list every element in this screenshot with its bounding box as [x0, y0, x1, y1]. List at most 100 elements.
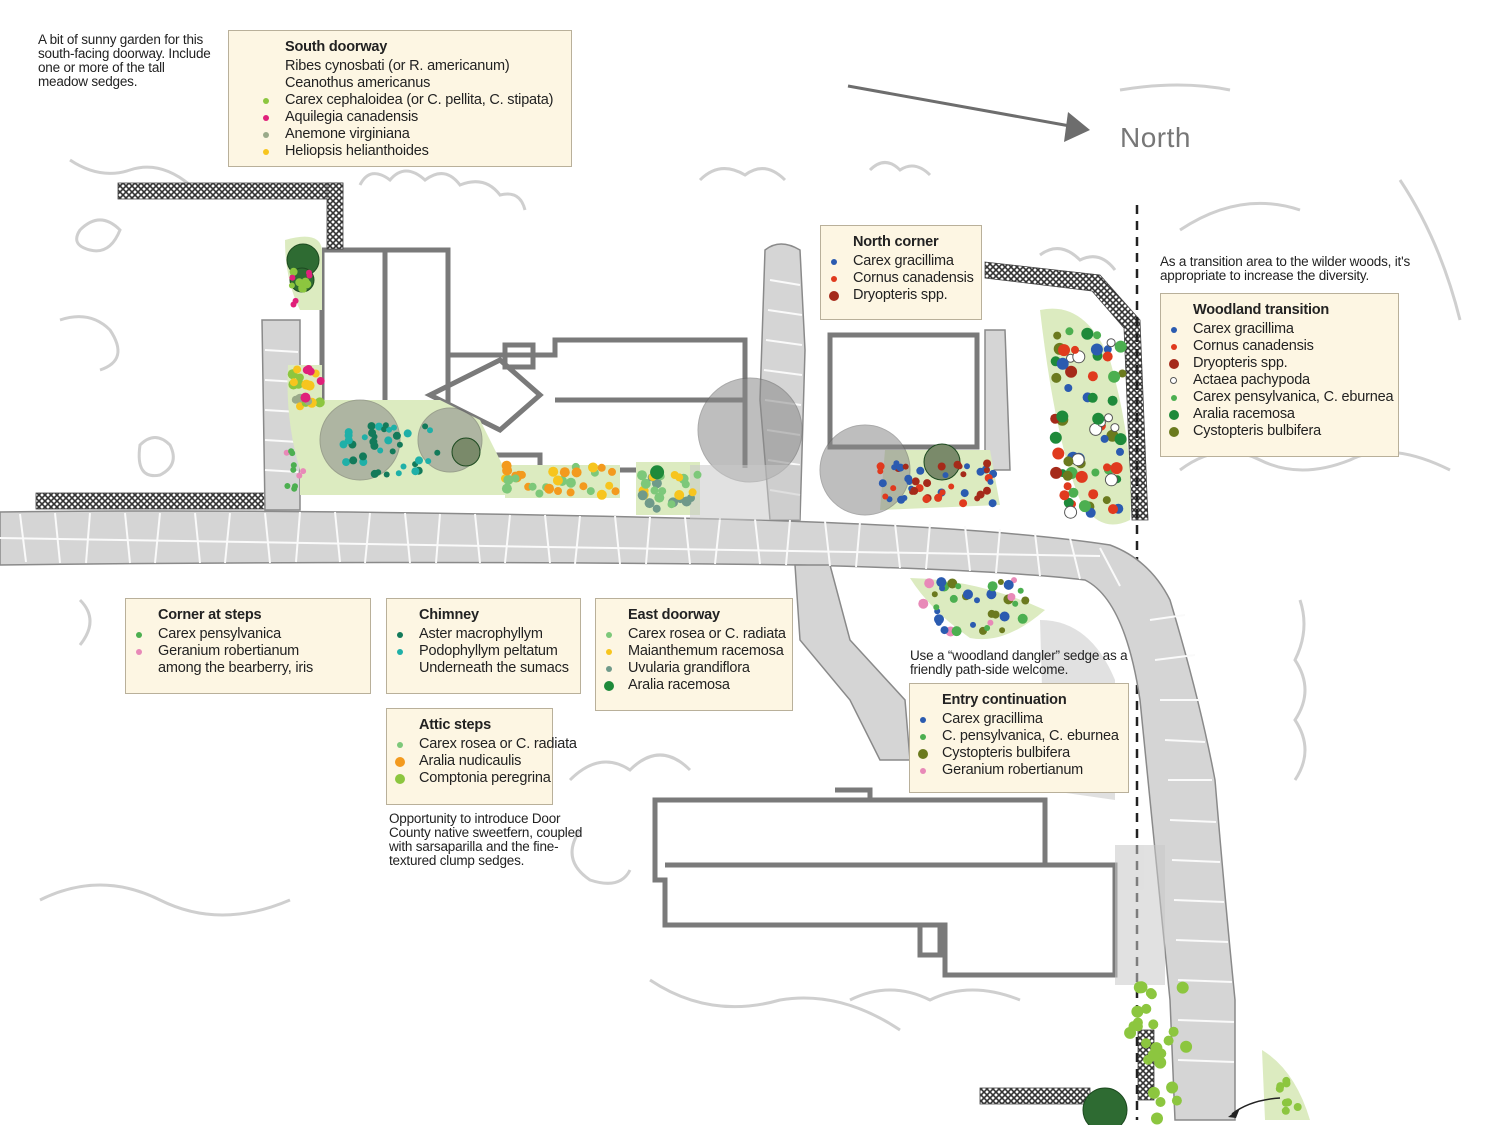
plant-dot [1065, 365, 1078, 378]
plant-dot [960, 489, 969, 498]
plant-dot [289, 267, 298, 276]
legend-item: Carex cephaloidea (or C. pellita, C. sti… [263, 92, 561, 109]
note-south-doorway: A bit of sunny garden for this south-fac… [38, 32, 211, 89]
plant-dot [1078, 500, 1091, 513]
legend-list: Ribes cynosbati (or R. americanum) Ceano… [263, 58, 561, 160]
dot-icon [397, 742, 403, 748]
plant-dot [974, 597, 980, 604]
plant-dot [939, 489, 946, 496]
dot-icon [920, 717, 926, 723]
plant-dot [934, 493, 943, 502]
legend-item: Comptonia peregrina [395, 770, 551, 787]
plant-dot [375, 422, 383, 431]
plant-dot [911, 477, 920, 486]
plant-dot [1168, 1026, 1179, 1037]
plant-dot [291, 485, 298, 492]
legend-item: Cornus canadensis [1171, 338, 1388, 355]
plant-dot [303, 280, 312, 289]
plant-dot [970, 621, 976, 628]
plant-dot [1064, 384, 1073, 392]
plant-dot [688, 488, 697, 497]
legend-item: Cystopteris bulbifera [1169, 423, 1388, 440]
legend-chimney: Chimney Aster macrophyllym Podophyllym p… [386, 598, 581, 694]
plant-dot [1063, 497, 1074, 508]
plant-dot [897, 495, 906, 504]
lower-house-outline [652, 787, 1118, 978]
plant-dot [588, 462, 599, 473]
plant-dot [1150, 1042, 1163, 1055]
plant-dot [344, 428, 353, 437]
plant-dot [288, 448, 295, 455]
plant-dot [403, 429, 412, 438]
plant-dot [1141, 1038, 1151, 1049]
plant-dot [1007, 593, 1016, 601]
plant-dot [296, 472, 303, 479]
plant-dot [1145, 988, 1156, 998]
plant-dot [1108, 504, 1118, 515]
plant-dot [1058, 344, 1070, 357]
plant-dot [939, 585, 946, 592]
legend-woodland-transition: Woodland transition Carex gracillima Cor… [1160, 293, 1399, 457]
plant-dot [936, 577, 947, 588]
plant-dot [1065, 327, 1074, 336]
legend-item: Carex gracillima [831, 253, 971, 270]
entry-arrowhead [1228, 1108, 1240, 1118]
dot-icon [263, 115, 269, 121]
plant-dot [877, 468, 884, 475]
plant-markers [283, 267, 1302, 1125]
legend-item: among the bearberry, iris [158, 660, 314, 676]
plant-dot [411, 467, 420, 476]
dot-icon [136, 649, 142, 655]
plant-dot [960, 471, 967, 478]
plant-dot [1017, 613, 1028, 624]
plant-dot [1087, 371, 1098, 382]
legend-corner-at-steps: Corner at steps Carex pensylvanica Geran… [125, 598, 371, 694]
plant-dot [955, 583, 962, 590]
legend-item: Uvularia grandiflora [606, 660, 782, 677]
plant-dot [1102, 351, 1113, 362]
legend-list: Carex rosea or C. radiata Maianthemum ra… [604, 626, 786, 694]
plant-dot [298, 286, 305, 293]
legend-item: Aralia nudicaulis [395, 753, 542, 770]
plant-dot [896, 463, 905, 472]
plant-dot [1071, 453, 1085, 467]
legend-item: Anemone virginiana [263, 126, 561, 143]
plant-dot [300, 392, 311, 403]
dot-icon [831, 259, 837, 265]
plant-dot [987, 619, 994, 626]
legend-item: Aralia racemosa [604, 677, 782, 694]
plant-dot [667, 500, 676, 509]
plant-dot [1011, 577, 1017, 584]
plant-dot [1282, 1076, 1291, 1085]
legend-attic-steps: Attic steps Carex rosea or C. radiata Ar… [386, 708, 577, 805]
dot-icon [606, 649, 612, 655]
plant-dot [924, 578, 935, 589]
plant-dot [306, 272, 313, 279]
plant-dot [503, 474, 514, 485]
plant-dot [544, 483, 555, 494]
plant-dot [1104, 473, 1118, 487]
plant-dot [986, 589, 997, 600]
plant-dot [384, 436, 393, 445]
plant-dot [1133, 981, 1146, 994]
background-trees [39, 83, 1462, 1032]
plant-dot [1284, 1098, 1293, 1107]
dot-icon [263, 149, 269, 155]
north-label: North [1120, 122, 1191, 153]
plant-dot [983, 459, 992, 468]
plant-dot [953, 460, 962, 469]
plant-dot [1148, 1019, 1159, 1030]
plant-dot [931, 591, 938, 598]
plant-dot [579, 482, 588, 491]
dot-icon [1169, 359, 1179, 369]
dot-icon [920, 734, 926, 740]
plant-dot [1155, 1097, 1166, 1107]
plant-dot [1100, 434, 1109, 443]
legend-item: Heliopsis helianthoides [263, 143, 561, 160]
legend-title: Woodland transition [1193, 302, 1330, 318]
legend-title: Entry continuation [942, 692, 1067, 708]
dot-icon [1170, 377, 1177, 384]
plant-dot [1075, 470, 1088, 483]
plant-dot [935, 619, 942, 626]
legend-item: Carex gracillima [920, 711, 1118, 728]
